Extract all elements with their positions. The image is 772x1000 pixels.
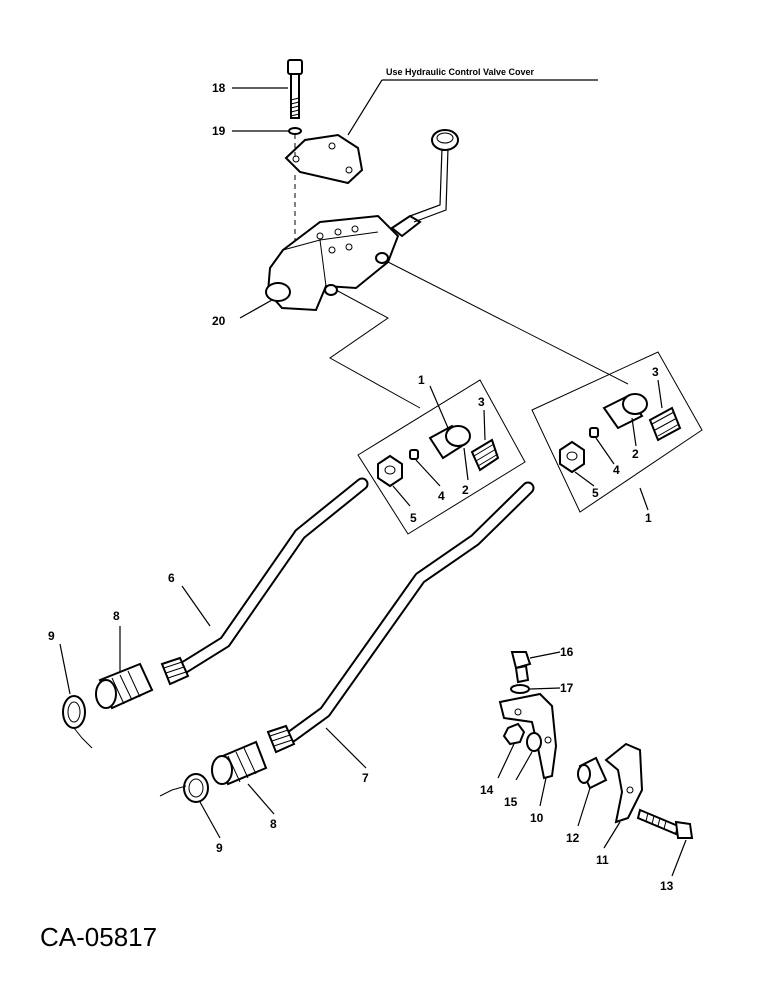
leader-17 [529, 687, 561, 690]
leader-5b [574, 471, 595, 487]
leader-1a [429, 385, 449, 429]
leader-3b [657, 379, 663, 409]
leader-10 [539, 777, 547, 807]
callout-18: 18 [212, 81, 226, 95]
leader-5a [392, 485, 411, 507]
leader-2b [631, 417, 637, 447]
kit-a-link [329, 289, 421, 409]
leader-13 [671, 839, 687, 877]
leader-1b [639, 487, 649, 511]
callout-3b: 3 [652, 365, 659, 379]
leader-9a [59, 643, 71, 695]
callout-15: 15 [504, 795, 518, 809]
tube-7 [266, 481, 535, 754]
valve-cover [284, 133, 364, 185]
fitting-kit-a [357, 379, 526, 535]
leader-6 [181, 585, 211, 627]
callout-10: 10 [530, 811, 544, 825]
callout-9b: 9 [216, 841, 223, 855]
washer-17 [510, 684, 530, 694]
callout-1b: 1 [645, 511, 652, 525]
leader-8b [247, 783, 275, 815]
callout-2b: 2 [632, 447, 639, 461]
callout-13: 13 [660, 879, 674, 893]
leader-4b [595, 437, 615, 465]
callout-12: 12 [566, 831, 580, 845]
spacer-12 [577, 756, 608, 790]
callout-4b: 4 [613, 463, 620, 477]
kit-b-link [387, 261, 629, 385]
leader-3a [483, 409, 486, 441]
callout-7: 7 [362, 771, 369, 785]
leader-11 [603, 821, 621, 849]
leader-9b [199, 801, 221, 839]
fitting-kit-b [531, 351, 703, 513]
callout-17: 17 [560, 681, 574, 695]
callout-8a: 8 [113, 609, 120, 623]
washer-19 [288, 127, 302, 135]
clamp-11 [604, 742, 644, 824]
leader-2a [463, 447, 469, 481]
control-valve [265, 214, 422, 312]
callout-11: 11 [596, 853, 609, 867]
callout-3a: 3 [478, 395, 485, 409]
dust-cap-9b [159, 773, 209, 803]
bracket-10 [498, 692, 558, 780]
leader-7 [325, 727, 367, 769]
dust-cap-9a [62, 695, 93, 749]
callout-1a: 1 [418, 373, 425, 387]
callout-19: 19 [212, 124, 226, 138]
valve-cover-note: Use Hydraulic Control Valve Cover [386, 67, 535, 77]
callout-2a: 2 [462, 483, 469, 497]
leader-15 [515, 751, 533, 781]
callout-5b: 5 [592, 486, 599, 500]
callout-20: 20 [212, 314, 226, 328]
note-leader [347, 79, 383, 136]
callout-5a: 5 [410, 511, 417, 525]
bolt-16 [510, 651, 532, 684]
nut-14 [502, 722, 526, 746]
callout-4a: 4 [438, 489, 445, 503]
figure-id: CA-05817 [40, 922, 157, 952]
tube-6 [160, 477, 369, 686]
callout-8b: 8 [270, 817, 277, 831]
bolt-18 [287, 59, 303, 119]
callout-14: 14 [480, 783, 494, 797]
callout-9a: 9 [48, 629, 55, 643]
leader-14 [497, 743, 515, 779]
leader-20 [239, 299, 273, 319]
leader-16 [529, 651, 561, 659]
callout-6: 6 [168, 571, 175, 585]
leader-12 [577, 787, 591, 827]
coupler-8a [95, 662, 154, 710]
callout-16: 16 [560, 645, 574, 659]
washer-15 [526, 732, 542, 752]
coupler-8b [211, 740, 268, 786]
control-lever [409, 129, 459, 223]
bolt-13 [636, 808, 694, 839]
leader-4a [415, 459, 441, 487]
